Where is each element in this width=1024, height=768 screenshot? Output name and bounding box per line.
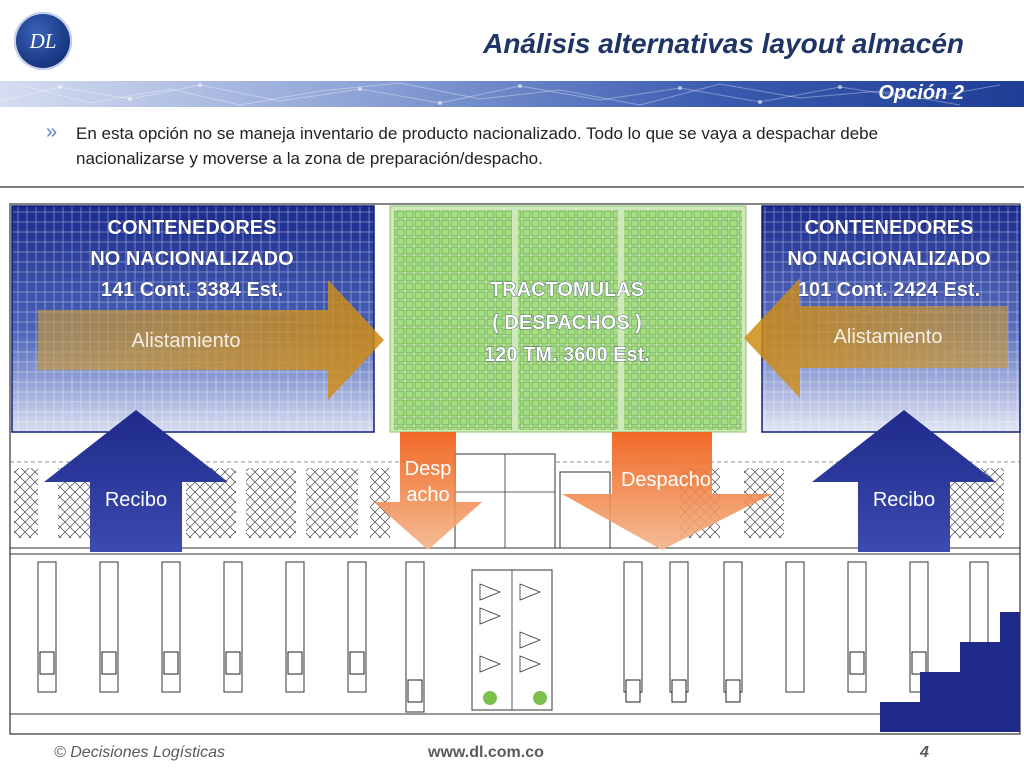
right-zone-line1: CONTENEDORES (805, 217, 974, 239)
right-zone-line2: NO NACIONALIZADO (787, 248, 990, 270)
alistamiento-left-arrow: Alistamiento (38, 280, 384, 400)
despacho-left-label-1: Desp (405, 458, 452, 480)
center-zone-line2: ( DESPACHOS ) (492, 312, 642, 334)
band-network-pattern (0, 82, 1001, 106)
center-zone-line3: 120 TM. 3600 Est. (484, 344, 650, 366)
page-number: 4 (920, 744, 929, 761)
alistamiento-right-label: Alistamiento (834, 326, 943, 348)
company-logo: DL (14, 12, 72, 70)
slide-title: Análisis alternativas layout almacén (483, 28, 964, 59)
recibo-left-arrow: Recibo (44, 410, 228, 552)
dispatch-zone (389, 205, 747, 433)
despacho-left-label-2: acho (406, 484, 449, 506)
alistamiento-right-arrow: Alistamiento (744, 278, 1008, 398)
loading-dock-area (10, 553, 1020, 732)
alistamiento-left-label: Alistamiento (132, 330, 241, 352)
despacho-right-label: Despacho (621, 469, 711, 491)
right-zone-line3: 101 Cont. 2424 Est. (798, 279, 980, 301)
bullet-marker: » (46, 121, 58, 143)
bullet-text: En esta opción no se maneja inventario d… (76, 124, 879, 168)
footer-website: www.dl.com.co (428, 744, 544, 761)
left-zone-line3: 141 Cont. 3384 Est. (101, 279, 283, 301)
header-band (0, 81, 1024, 107)
middle-storage-strip (10, 453, 1020, 549)
logo-text: DL (29, 28, 57, 53)
despacho-right-arrow: Despacho (562, 432, 772, 550)
footer-copyright: © Decisiones Logísticas (54, 744, 225, 761)
recibo-right-label: Recibo (873, 489, 935, 511)
despacho-left-arrow: Desp acho (374, 432, 482, 550)
left-zone-line1: CONTENEDORES (108, 217, 277, 239)
left-zone-line2: NO NACIONALIZADO (90, 248, 293, 270)
recibo-left-label: Recibo (105, 489, 167, 511)
recibo-right-arrow: Recibo (812, 410, 996, 552)
divider-line (0, 186, 1024, 188)
warehouse-layout-plan: Alistamiento Alistamiento CONTENEDORES N… (9, 203, 1021, 735)
slide-subtitle: Opción 2 (878, 82, 964, 104)
center-zone-line1: TRACTOMULAS (490, 279, 644, 301)
